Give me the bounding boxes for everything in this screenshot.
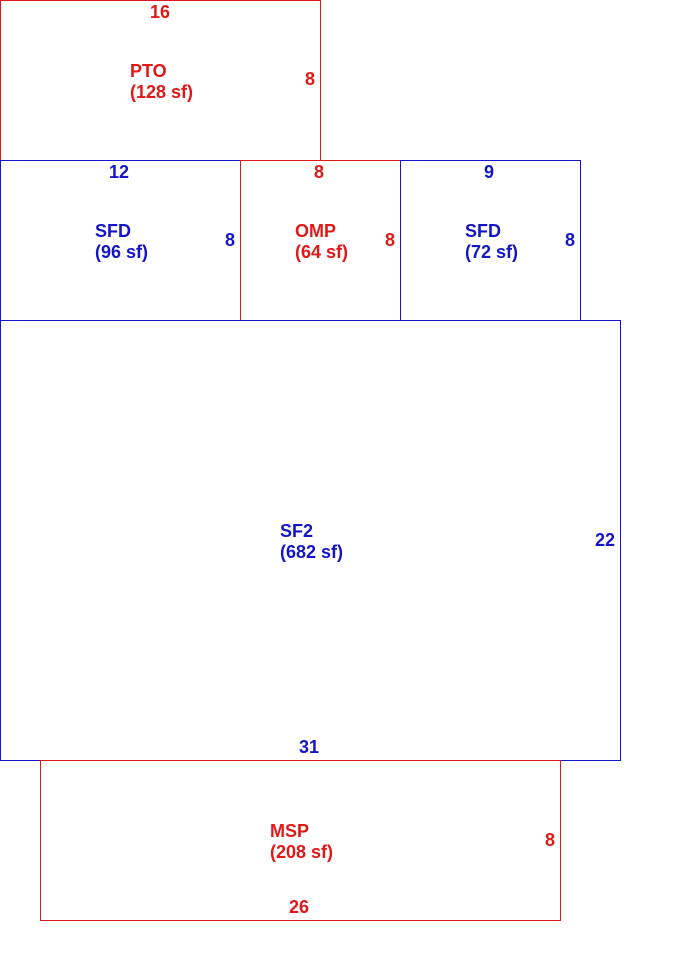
pto-height-dim: 8 (304, 69, 315, 89)
sfd-left-code-label: SFD (95, 221, 131, 241)
sfd-right-height-dim: 8 (564, 230, 575, 250)
sfd-right-code-label: SFD (465, 221, 501, 241)
msp-code-label: MSP (270, 821, 310, 841)
sfd-left-area-label: (96 sf) (95, 242, 149, 262)
sf2-code-label: SF2 (280, 521, 314, 541)
omp-height-dim: 8 (384, 230, 395, 250)
omp-area-label: (64 sf) (295, 242, 349, 262)
sf2-area-label: (682 sf) (280, 542, 344, 562)
pto-area-label: (128 sf) (130, 82, 194, 102)
sf2-height-dim: 22 (594, 530, 616, 550)
sfd-left-width-dim: 12 (108, 162, 130, 182)
pto-code-label: PTO (130, 61, 167, 81)
msp-area-label: (208 sf) (270, 842, 334, 862)
msp-height-dim: 8 (544, 830, 555, 850)
sfd-left-height-dim: 8 (224, 230, 235, 250)
pto-width-dim: 16 (149, 2, 171, 22)
msp-width-dim: 26 (288, 897, 310, 917)
omp-width-dim: 8 (313, 162, 324, 182)
area-msp (40, 760, 561, 921)
sf2-width-dim: 31 (298, 737, 320, 757)
sfd-right-area-label: (72 sf) (465, 242, 519, 262)
omp-code-label: OMP (295, 221, 337, 241)
sfd-right-width-dim: 9 (483, 162, 494, 182)
